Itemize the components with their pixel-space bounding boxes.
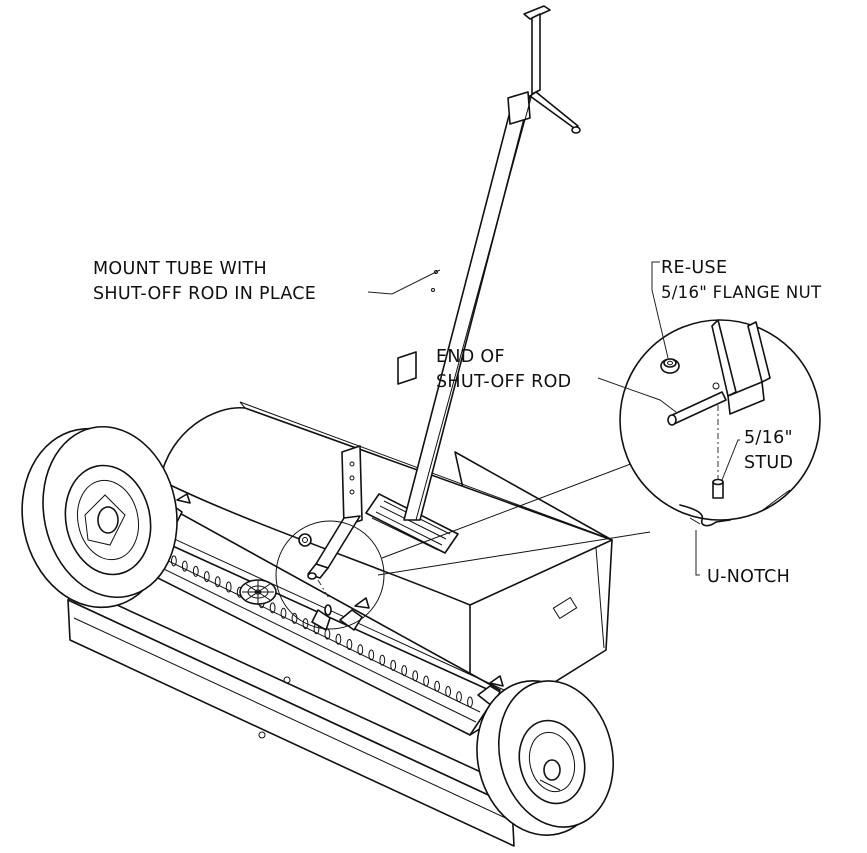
slot xyxy=(171,555,177,567)
slot xyxy=(302,618,309,630)
callout-reuse-nut: RE-USE 5/16" FLANGE NUT xyxy=(661,258,822,302)
right-wheel xyxy=(476,680,615,836)
slot xyxy=(214,576,221,588)
callout-u-notch: U-NOTCH xyxy=(707,567,790,587)
slot xyxy=(423,675,430,687)
callout-mount-tube: MOUNT TUBE WITH SHUT-OFF ROD IN PLACE xyxy=(93,259,316,304)
stud-label-line1: 5/16" xyxy=(744,428,793,448)
slot xyxy=(291,612,298,624)
slot xyxy=(346,639,353,650)
slot xyxy=(368,649,375,661)
slot xyxy=(390,659,397,671)
slot xyxy=(445,686,452,697)
slot xyxy=(335,633,342,645)
agitator-shaft xyxy=(119,515,505,696)
slot xyxy=(269,602,276,614)
callout-stud: 5/16" STUD xyxy=(744,428,793,473)
leader-lines xyxy=(367,261,740,576)
reuse-nut-label-line1: RE-USE xyxy=(661,258,727,278)
slot xyxy=(203,571,210,583)
slot xyxy=(434,680,441,692)
slot xyxy=(280,607,287,619)
reuse-nut-label-line2: 5/16" FLANGE NUT xyxy=(661,283,822,302)
end-of-rod-label-line2: SHUT-OFF ROD xyxy=(436,372,571,392)
rate-dial xyxy=(239,579,277,605)
slot xyxy=(456,691,462,703)
detail-callout-large xyxy=(619,319,821,527)
mount-tube-label-line2: SHUT-OFF ROD IN PLACE xyxy=(93,284,316,304)
slot xyxy=(467,696,473,708)
slot xyxy=(412,670,419,682)
end-of-rod-label-line1: END OF xyxy=(436,347,505,367)
detail-callout-small xyxy=(275,520,385,630)
slot xyxy=(401,665,408,677)
mount-tube-label-line1: MOUNT TUBE WITH xyxy=(93,259,267,279)
u-notch-label: U-NOTCH xyxy=(707,567,790,587)
stud-label-line2: STUD xyxy=(744,453,793,473)
slot xyxy=(357,644,364,656)
handle xyxy=(307,5,581,580)
slot xyxy=(225,581,232,593)
left-wheel xyxy=(21,425,178,609)
slot xyxy=(192,565,199,577)
slot xyxy=(379,654,386,666)
callout-end-of-rod: END OF SHUT-OFF ROD xyxy=(436,347,571,392)
detail-connectors xyxy=(377,461,651,576)
slot xyxy=(181,560,188,572)
